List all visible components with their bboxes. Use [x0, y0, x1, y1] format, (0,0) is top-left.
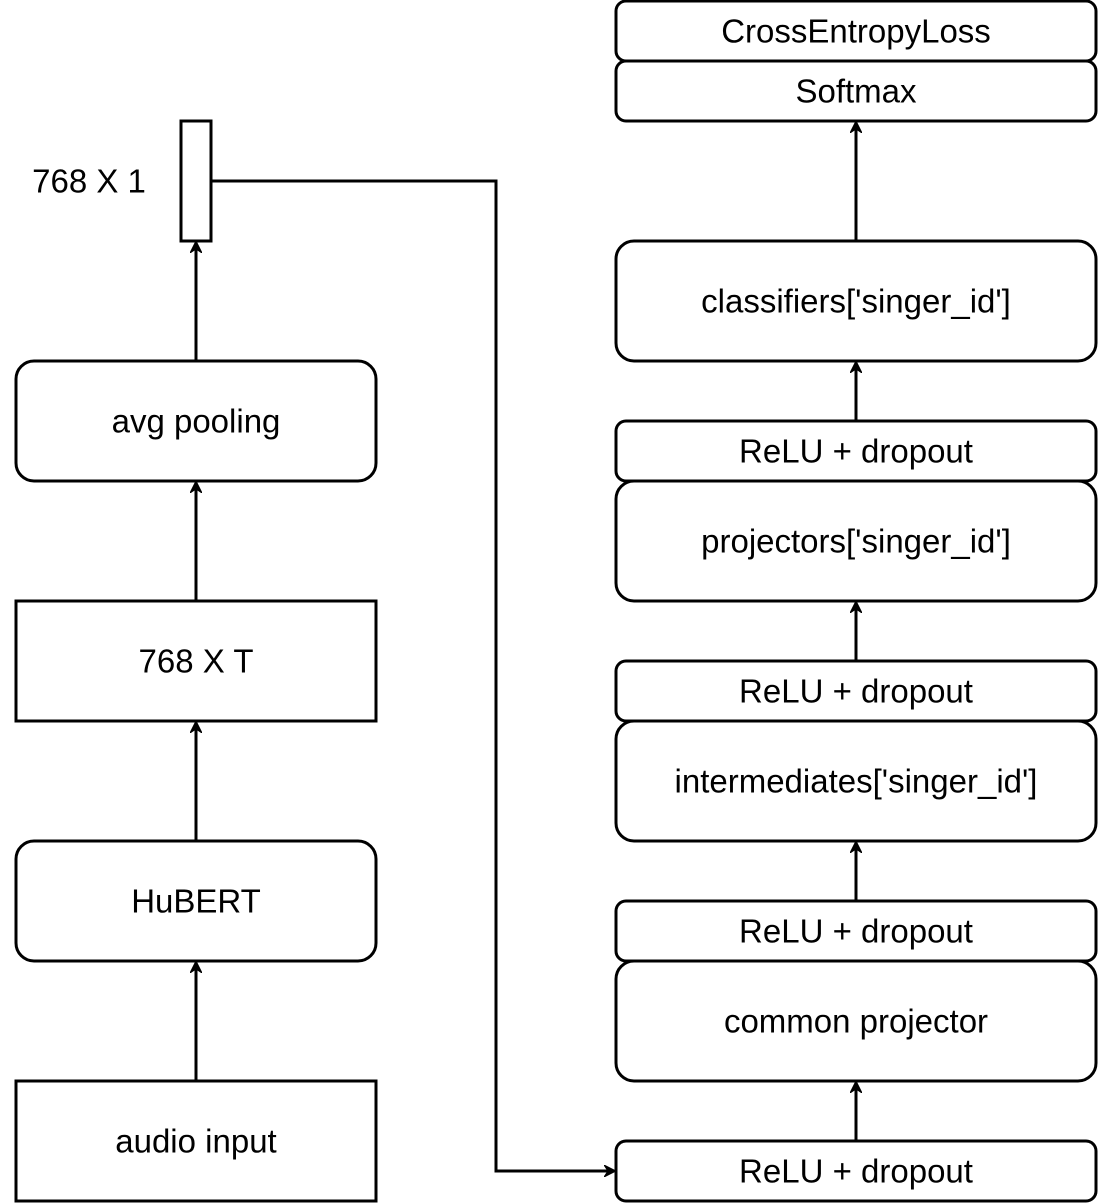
relu-dropout-4-label: ReLU + dropout — [739, 433, 973, 470]
embedding-vector-label: 768 X 1 — [32, 163, 146, 200]
audio-input-node: audio input — [14, 1079, 378, 1203]
feature-map-label: 768 X T — [139, 643, 254, 680]
relu-dropout-2-label: ReLU + dropout — [739, 913, 973, 950]
classifiers-label: classifiers['singer_id'] — [701, 283, 1011, 320]
relu-dropout-1-label: ReLU + dropout — [739, 1153, 973, 1190]
intermediates-label: intermediates['singer_id'] — [675, 763, 1038, 800]
projectors-node: projectors['singer_id'] — [614, 479, 1098, 603]
cross-entropy-loss-label: CrossEntropyLoss — [721, 13, 991, 50]
relu-dropout-3-label: ReLU + dropout — [739, 673, 973, 710]
softmax-node: Softmax — [614, 59, 1098, 123]
feature-map-node: 768 X T — [14, 599, 378, 723]
intermediates-node: intermediates['singer_id'] — [614, 719, 1098, 843]
avg-pooling-label: avg pooling — [112, 403, 281, 440]
softmax-label: Softmax — [795, 73, 917, 110]
embedding-vector-node — [179, 119, 213, 243]
projectors-label: projectors['singer_id'] — [701, 523, 1011, 560]
relu-dropout-2-node: ReLU + dropout — [614, 899, 1098, 963]
relu-dropout-1-node: ReLU + dropout — [614, 1139, 1098, 1203]
audio-input-label: audio input — [115, 1123, 276, 1160]
classifiers-node: classifiers['singer_id'] — [614, 239, 1098, 363]
common-projector-label: common projector — [724, 1003, 988, 1040]
common-projector-node: common projector — [614, 959, 1098, 1083]
relu-dropout-3-node: ReLU + dropout — [614, 659, 1098, 723]
cross-entropy-loss-node: CrossEntropyLoss — [614, 0, 1098, 63]
arrow-embedding-to-relu-dropout-1 — [211, 179, 614, 1171]
hubert-label: HuBERT — [131, 883, 261, 920]
avg-pooling-node: avg pooling — [14, 359, 378, 483]
relu-dropout-4-node: ReLU + dropout — [614, 419, 1098, 483]
hubert-node: HuBERT — [14, 839, 378, 963]
